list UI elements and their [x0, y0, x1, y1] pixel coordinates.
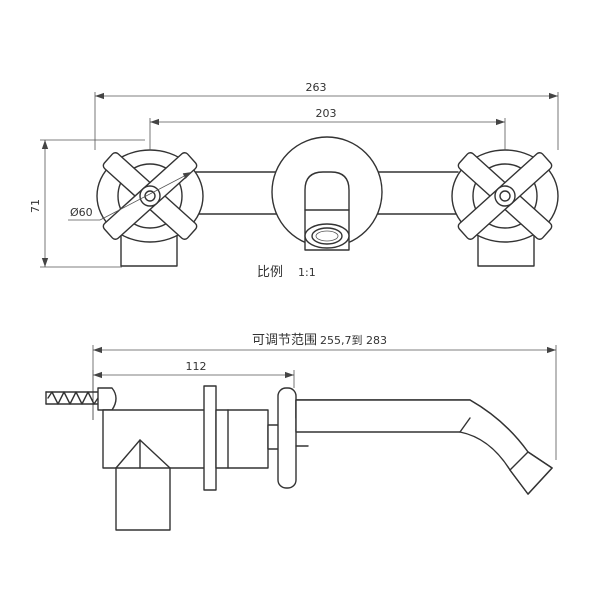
valve-body	[102, 409, 214, 531]
dimension-overall-width: 263	[94, 81, 559, 150]
spout-escutcheon	[271, 136, 383, 251]
handle-diameter-label: Ø60	[70, 206, 93, 219]
dimension-handle-diameter: Ø60	[68, 171, 193, 221]
spout	[295, 399, 553, 495]
scale-label: 比例	[257, 265, 283, 280]
left-cross-handle	[96, 149, 204, 267]
wall-plate	[203, 385, 269, 491]
adjust-range-value: 255,7到 283	[320, 334, 387, 347]
wall-depth-label: 112	[186, 360, 207, 373]
scale-note: 比例 1:1	[257, 265, 316, 280]
dimension-height: 71	[29, 139, 145, 268]
mounting-screw	[45, 387, 117, 411]
right-cross-handle	[451, 149, 559, 267]
adjust-range-label: 可调节范围	[252, 333, 317, 348]
dimension-wall-depth: 112	[92, 360, 295, 420]
dimension-adjust-range: 可调节范围 255,7到 283	[92, 333, 557, 460]
scale-value: 1:1	[298, 266, 316, 279]
top-view: 263 203 71 Ø60 比例 1:1	[29, 81, 559, 280]
side-view: 可调节范围 255,7到 283 112	[45, 333, 557, 531]
overall-width-label: 263	[306, 81, 327, 94]
center-distance-label: 203	[316, 107, 337, 120]
height-label: 71	[29, 199, 42, 213]
dimension-center-distance: 203	[149, 107, 506, 150]
cross-handle-side	[267, 387, 309, 489]
